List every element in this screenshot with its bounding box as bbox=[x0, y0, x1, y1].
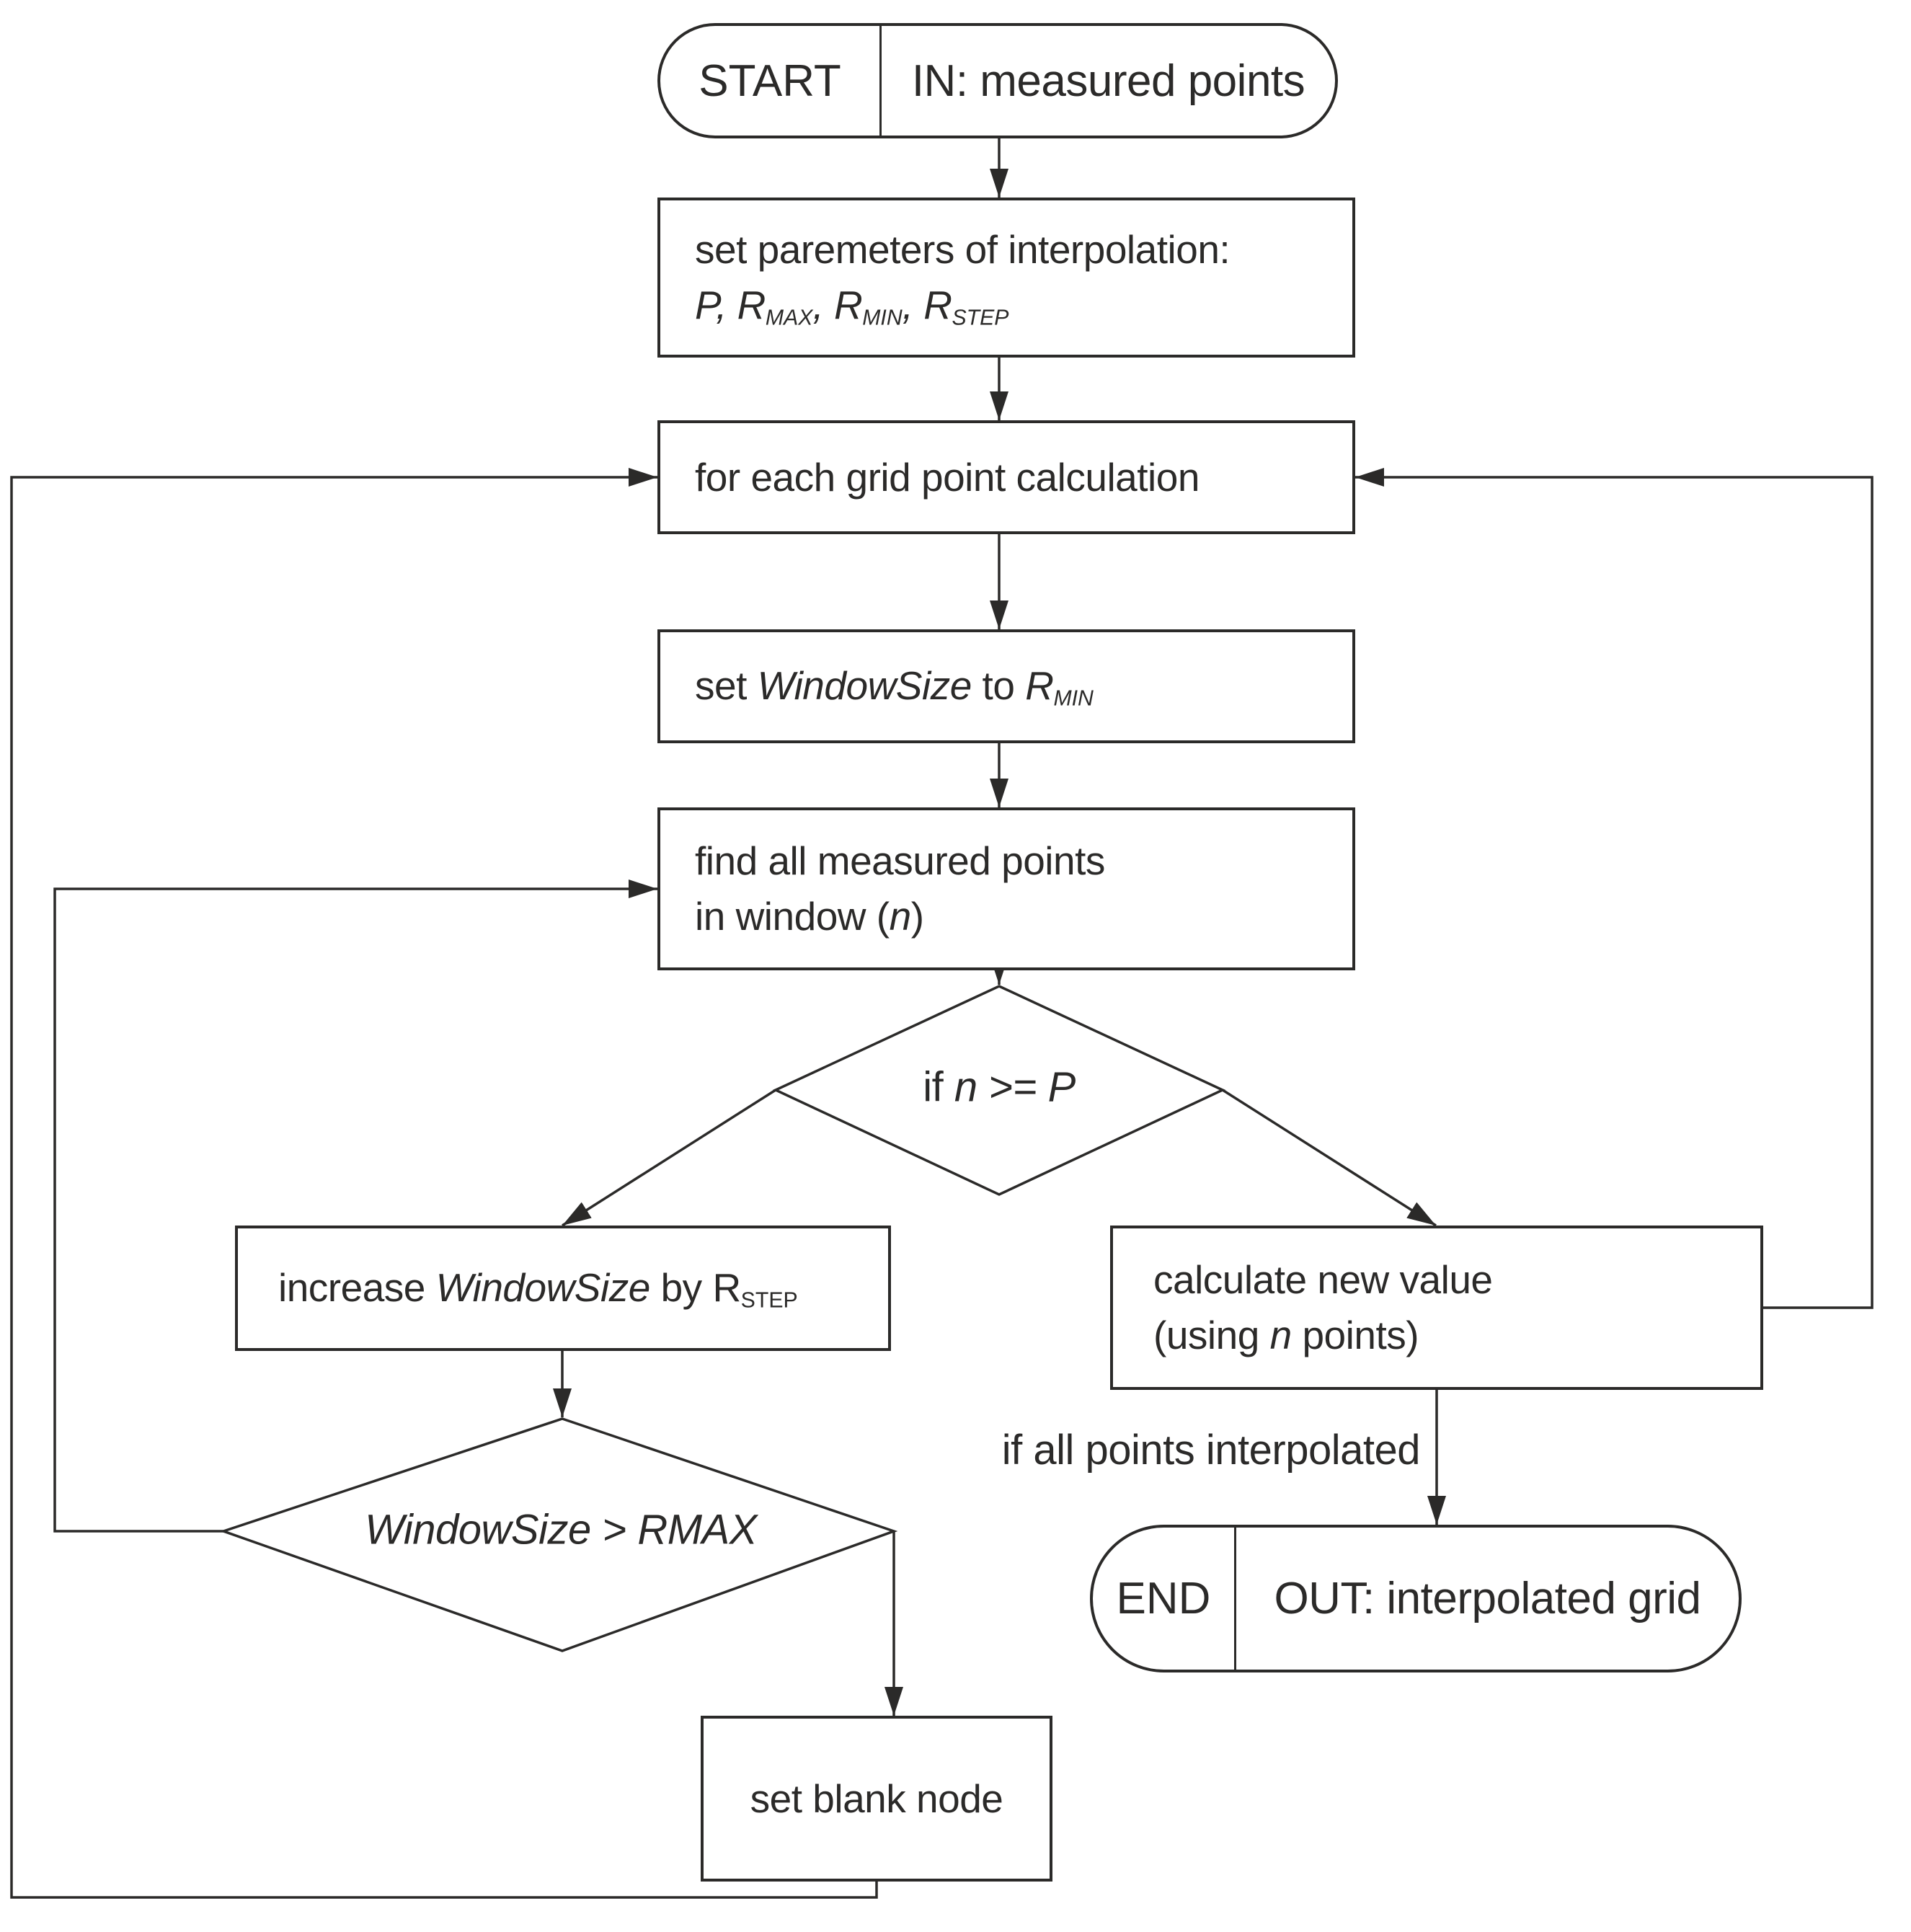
increase-windowsize-label: increase WindowSize by RSTEP bbox=[238, 1260, 888, 1316]
all-points-interpolated-label: if all points interpolated bbox=[1001, 1427, 1421, 1474]
start-io-label: IN: measured points bbox=[911, 56, 1305, 106]
findpts-l2a: in window ( bbox=[695, 894, 890, 939]
set-parameters-line2: P, RMAX, RMIN, RSTEP bbox=[660, 278, 1352, 334]
set-parameters-box: set paremeters of interpolation: P, RMAX… bbox=[657, 198, 1355, 358]
calculate-value-line1: calculate new value bbox=[1153, 1257, 1493, 1302]
increase-windowsize-box: increase WindowSize by RSTEP bbox=[235, 1226, 891, 1351]
inc-t2: by R bbox=[649, 1265, 742, 1311]
params-p3: , R bbox=[902, 282, 952, 327]
params-sub-min: MIN bbox=[862, 306, 903, 330]
set-blank-node-label: set blank node bbox=[750, 1776, 1003, 1821]
find-points-line1: find all measured points bbox=[695, 838, 1105, 883]
end-pill: END OUT: interpolated grid bbox=[1090, 1525, 1742, 1672]
set-parameters-line1: set paremeters of interpolation: bbox=[695, 226, 1231, 272]
setwin-windowsize: WindowSize bbox=[757, 663, 972, 709]
findpts-n: n bbox=[889, 894, 912, 939]
arrow-decision-to-increase bbox=[562, 1089, 776, 1227]
windowsize-rmax-diamond-shape bbox=[219, 1417, 898, 1652]
ngep-if: if bbox=[923, 1063, 954, 1111]
setwin-r: R bbox=[1025, 663, 1054, 709]
calc-l2a: (using bbox=[1153, 1313, 1270, 1357]
end-io-label: OUT: interpolated grid bbox=[1274, 1574, 1701, 1623]
grid-loop-label: for each grid point calculation bbox=[695, 454, 1200, 500]
calc-n: n bbox=[1269, 1313, 1293, 1357]
start-pill: START IN: measured points bbox=[657, 23, 1338, 138]
n-ge-p-diamond-shape bbox=[772, 985, 1226, 1196]
arrow-decision-to-calculate bbox=[1222, 1089, 1437, 1227]
setwin-t1: set bbox=[695, 663, 758, 709]
calculate-value-line2: (using n points) bbox=[1113, 1308, 1760, 1363]
calc-l2c: points) bbox=[1291, 1313, 1419, 1357]
set-windowsize-box: set WindowSize to RMIN bbox=[657, 629, 1355, 743]
set-blank-node-box: set blank node bbox=[701, 1716, 1052, 1882]
inc-windowsize: WindowSize bbox=[435, 1265, 651, 1311]
calculate-value-box: calculate new value (using n points) bbox=[1110, 1226, 1763, 1390]
params-sub-max: MAX bbox=[765, 306, 813, 330]
loop-rmax-decision-to-findpoints bbox=[53, 879, 657, 1533]
inc-t1: increase bbox=[278, 1265, 436, 1311]
set-windowsize-label: set WindowSize to RMIN bbox=[660, 658, 1352, 714]
find-points-line2: in window (n) bbox=[660, 889, 1352, 944]
windowsize-rmax-diamond-label: WindowSize > RMAX bbox=[365, 1506, 757, 1554]
params-p2: , R bbox=[812, 282, 863, 327]
inc-sub-step: STEP bbox=[740, 1288, 798, 1313]
start-label: START bbox=[660, 26, 882, 136]
loop-calculate-to-gridloop bbox=[1355, 468, 1874, 1309]
setwin-t2: to bbox=[971, 663, 1026, 709]
find-points-box: find all measured points in window (n) bbox=[657, 807, 1355, 970]
params-sub-step: STEP bbox=[952, 306, 1009, 330]
findpts-l2c: ) bbox=[910, 894, 924, 939]
loop-blank-to-gridloop bbox=[10, 468, 878, 1899]
params-p1: P, R bbox=[695, 282, 766, 327]
grid-loop-box: for each grid point calculation bbox=[657, 420, 1355, 534]
n-ge-p-diamond-label: if n >= P bbox=[923, 1063, 1076, 1112]
end-label: END bbox=[1093, 1528, 1236, 1670]
setwin-sub-min: MIN bbox=[1053, 686, 1094, 711]
ngep-expr: n >= P bbox=[954, 1063, 1076, 1111]
